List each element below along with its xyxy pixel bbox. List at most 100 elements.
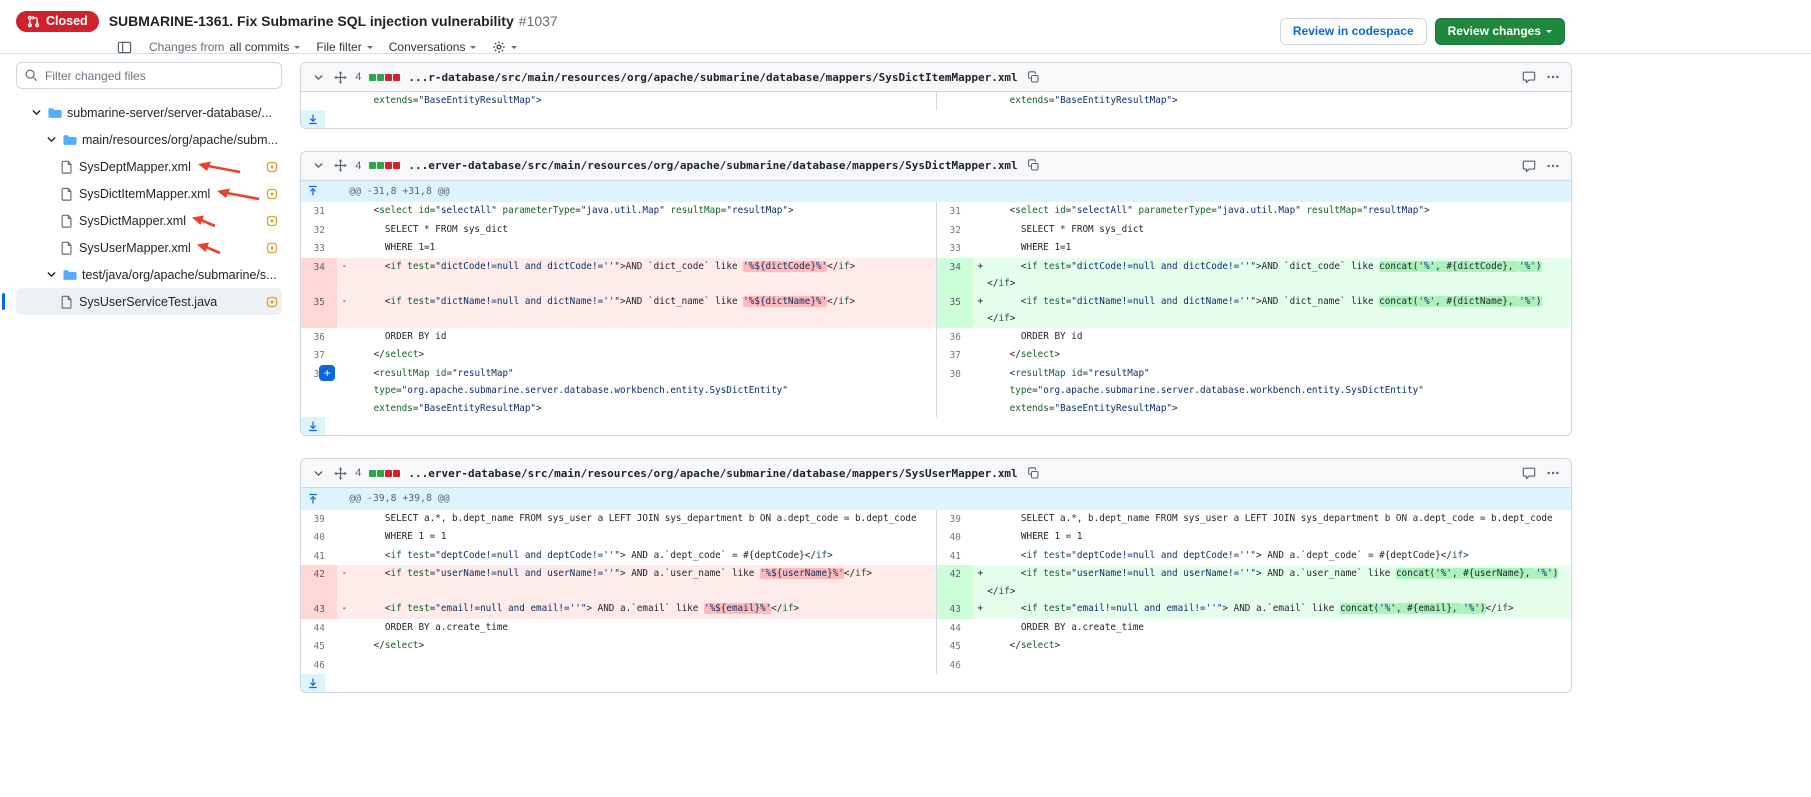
comment-button[interactable]: [1521, 158, 1537, 174]
line-number[interactable]: 36: [313, 331, 325, 343]
line-number[interactable]: [937, 92, 973, 110]
review-changes-button[interactable]: Review changes: [1434, 18, 1565, 45]
copy-path-button[interactable]: [1026, 70, 1041, 85]
expand-diff-button[interactable]: [301, 674, 326, 692]
code-line: ORDER BY a.create_time: [337, 619, 936, 638]
file-tree-folder-row[interactable]: main/resources/org/apache/subm...: [16, 126, 282, 153]
code-text: <select id="selectAll" parameterType="ja…: [373, 205, 794, 216]
deleted-text-highlight: '%${userName}%': [759, 568, 844, 579]
diff-line-row: 45 </select>45 </select>: [301, 637, 1572, 656]
drag-handle-icon[interactable]: [334, 70, 348, 84]
code-text: <if test="dictCode!=null and dictCode!='…: [1020, 260, 1542, 272]
diff-side-new: 33 WHERE 1=1: [936, 239, 1572, 258]
kebab-menu-button[interactable]: [1545, 69, 1561, 85]
expand-row: [301, 417, 1572, 435]
chevron-down-icon[interactable]: [45, 133, 58, 146]
line-number[interactable]: 38: [301, 365, 337, 418]
line-number[interactable]: 33: [949, 243, 961, 254]
line-number[interactable]: 42: [937, 565, 974, 600]
line-number[interactable]: [301, 92, 337, 110]
expand-hunk-button[interactable]: [301, 180, 326, 202]
expand-diff-button[interactable]: [301, 417, 326, 435]
file-filter-input[interactable]: [16, 62, 283, 89]
sidebar-toggle-button[interactable]: [116, 39, 133, 56]
line-number[interactable]: 35: [937, 292, 974, 328]
diff-side-new: 42+ <if test="userName!=null and userNam…: [936, 565, 1572, 600]
kebab-menu-button[interactable]: [1545, 465, 1561, 481]
line-number[interactable]: 44: [313, 622, 325, 634]
line-number[interactable]: 44: [949, 622, 961, 634]
copy-path-button[interactable]: [1026, 466, 1041, 481]
line-number[interactable]: 43: [937, 600, 974, 619]
file-modified-icon: [266, 215, 278, 227]
file-tree-file-row[interactable]: SysDictMapper.xml: [16, 207, 282, 234]
line-number[interactable]: 42: [301, 565, 338, 600]
code-text: type="org.apache.submarine.server.databa…: [373, 385, 788, 396]
collapse-file-button[interactable]: [311, 158, 326, 173]
line-number[interactable]: 33: [313, 243, 325, 254]
line-number[interactable]: 37: [949, 350, 961, 361]
drag-handle-icon[interactable]: [334, 466, 348, 480]
expand-diff-button[interactable]: [301, 109, 326, 128]
copy-path-button[interactable]: [1026, 158, 1041, 173]
file-tree-file-row[interactable]: SysUserServiceTest.java: [1, 288, 283, 315]
code-line: - <if test="dictCode!=null and dictCode!…: [337, 258, 936, 293]
file-path-link[interactable]: ...erver-database/src/main/resources/org…: [408, 466, 1018, 480]
review-in-codespace-button[interactable]: Review in codespace: [1279, 18, 1427, 45]
kebab-menu-button[interactable]: [1545, 158, 1561, 174]
line-number[interactable]: 31: [949, 206, 961, 217]
code-line: + <if test="dictName!=null and dictName!…: [973, 293, 1571, 328]
line-number[interactable]: 37: [313, 350, 325, 361]
file-tree-file-row[interactable]: SysDeptMapper.xml: [16, 153, 282, 180]
line-number[interactable]: 34: [301, 257, 338, 293]
line-number[interactable]: 39: [313, 513, 325, 525]
caret-down-icon: [1546, 29, 1552, 36]
diff-settings-dropdown[interactable]: [492, 40, 518, 54]
file-tree-folder-row[interactable]: test/java/org/apache/submarine/s...: [16, 261, 282, 288]
code-text: extends="BaseEntityResultMap">: [373, 402, 542, 414]
line-number[interactable]: 39: [949, 513, 961, 525]
line-number[interactable]: 41: [313, 550, 325, 562]
chevron-down-icon[interactable]: [45, 268, 58, 281]
file-tree-folder-row[interactable]: submarine-server/server-database/...: [16, 99, 282, 126]
changes-from-dropdown[interactable]: Changes from all commits: [149, 40, 301, 54]
line-number[interactable]: 38: [949, 368, 961, 380]
collapse-file-button[interactable]: [311, 70, 326, 85]
chevron-down-icon[interactable]: [30, 106, 43, 119]
files-changed-content: submarine-server/server-database/...main…: [0, 54, 1811, 797]
line-number[interactable]: 45: [949, 641, 961, 652]
code-text: SELECT a.*, b.dept_name FROM sys_user a …: [351, 512, 917, 524]
code-line: extends="BaseEntityResultMap">: [973, 92, 1571, 110]
line-number[interactable]: 32: [949, 224, 961, 236]
code-text: <if test="email!=null and email!=''"> AN…: [1020, 603, 1514, 614]
line-number[interactable]: 32: [313, 224, 325, 236]
file-tree-file-row[interactable]: SysDictItemMapper.xml: [16, 180, 282, 207]
collapse-file-button[interactable]: [311, 466, 326, 481]
file-tree-file-row[interactable]: SysUserMapper.xml: [16, 234, 282, 261]
add-comment-button[interactable]: +: [319, 364, 336, 381]
added-text-highlight: '%': [1519, 260, 1536, 272]
line-number[interactable]: 46: [313, 659, 325, 671]
file-path-link[interactable]: ...r-database/src/main/resources/org/apa…: [408, 70, 1018, 84]
line-number[interactable]: 31: [313, 206, 325, 217]
file-name: test/java/org/apache/submarine/s...: [82, 267, 277, 282]
line-number[interactable]: 40: [949, 532, 961, 543]
line-number[interactable]: 40: [313, 532, 325, 543]
line-number[interactable]: 46: [949, 659, 961, 671]
line-number[interactable]: 34: [937, 257, 974, 293]
file-filter-dropdown[interactable]: File filter: [316, 40, 373, 54]
conversations-dropdown[interactable]: Conversations: [389, 40, 477, 54]
line-number[interactable]: 35: [301, 292, 338, 328]
line-number[interactable]: 45: [313, 641, 325, 652]
comment-button[interactable]: [1521, 465, 1537, 481]
expand-hunk-button[interactable]: [301, 488, 326, 510]
line-number[interactable]: 43: [301, 600, 338, 619]
drag-handle-icon[interactable]: [334, 159, 348, 172]
code-text: <if test="dictName!=null and dictName!='…: [1020, 295, 1542, 307]
line-number[interactable]: 36: [949, 331, 961, 343]
file-path-link[interactable]: ...erver-database/src/main/resources/org…: [408, 159, 1018, 172]
line-number[interactable]: 41: [949, 550, 961, 562]
diff-line-row: 38 <resultMap id="resultMap" type="org.a…: [301, 364, 1572, 418]
comment-button[interactable]: [1521, 69, 1537, 85]
diff-side-new: 39 SELECT a.*, b.dept_name FROM sys_user…: [936, 509, 1572, 528]
